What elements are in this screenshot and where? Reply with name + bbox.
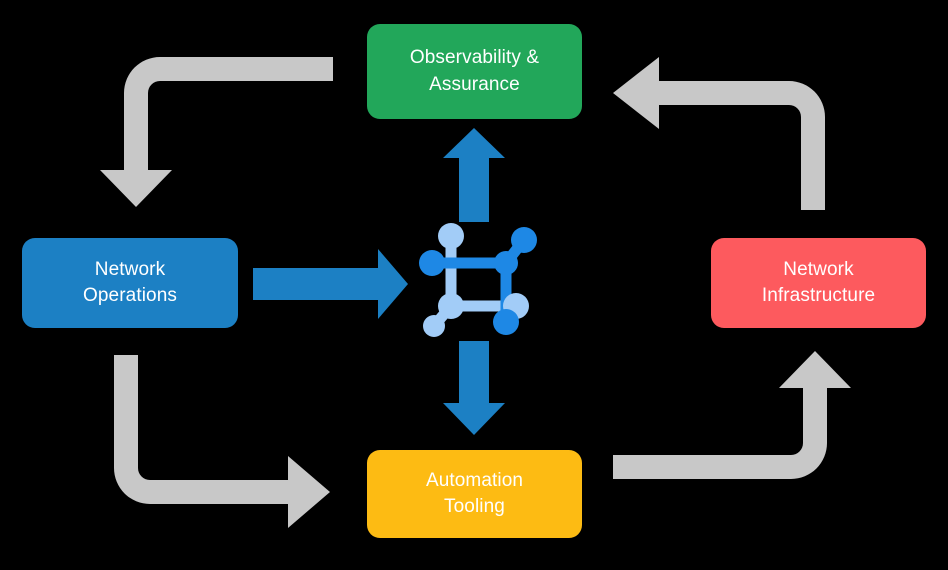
node-box-network-infrastructure[interactable]: Network Infrastructure — [711, 238, 926, 328]
node-box-observability-assurance[interactable]: Observability & Assurance — [367, 24, 582, 119]
gray-arrow-operations-to-automation — [114, 355, 330, 528]
gray-arrow-automation-to-infrastructure — [613, 351, 851, 479]
network-topology-icon — [419, 223, 537, 337]
blue-arrow-center-to-observability — [443, 128, 505, 222]
blue-arrow-operations-to-center — [253, 249, 408, 319]
node-box-automation-tooling[interactable]: Automation Tooling — [367, 450, 582, 538]
gray-arrow-infrastructure-to-observability — [613, 57, 825, 210]
node-box-network-operations[interactable]: Network Operations — [22, 238, 238, 328]
blue-arrow-center-to-automation — [443, 341, 505, 435]
gray-arrow-observability-to-operations — [100, 57, 333, 207]
